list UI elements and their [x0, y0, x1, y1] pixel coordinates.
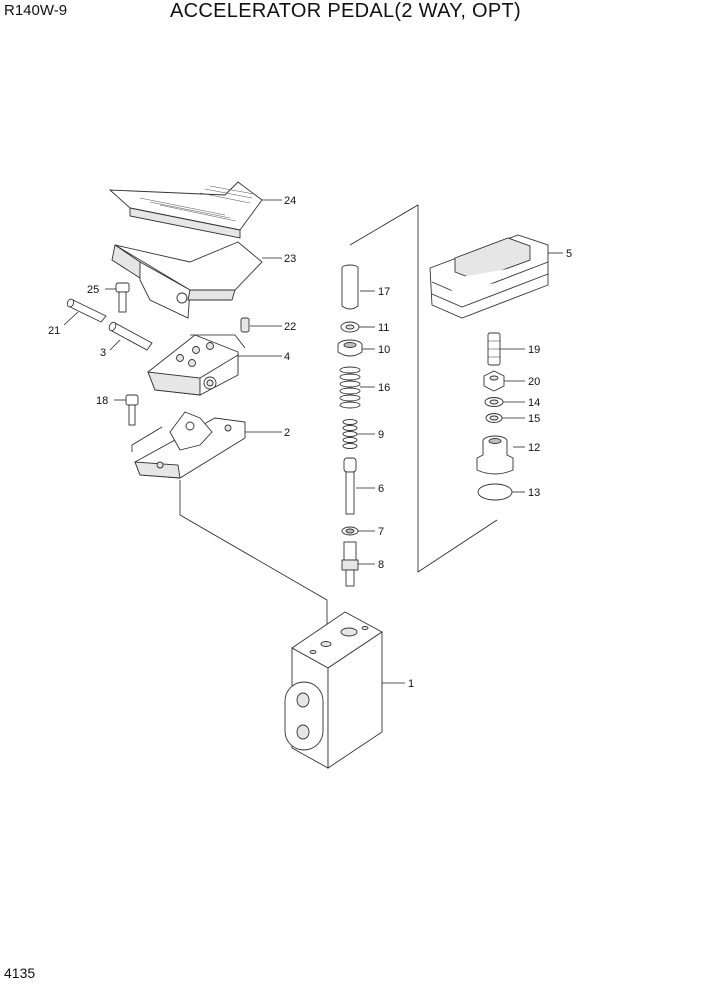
callout-6: 6 [378, 483, 384, 495]
part-10-seal [337, 339, 363, 357]
callout-17: 17 [378, 286, 390, 298]
callout-25: 25 [87, 284, 99, 296]
part-3-pin [108, 321, 153, 351]
callout-12: 12 [528, 442, 540, 454]
part-17-plunger [341, 264, 359, 310]
callout-18: 18 [96, 395, 108, 407]
callout-24: 24 [284, 195, 296, 207]
part-7-washer [341, 526, 359, 536]
part-18-bolt [125, 394, 139, 426]
page-number: 4135 [4, 965, 36, 981]
callout-19: 19 [528, 344, 540, 356]
part-callouts: 24 23 25 21 3 22 4 18 2 17 11 10 16 9 6 … [48, 195, 572, 690]
part-21-pin [66, 298, 107, 323]
callout-13: 13 [528, 487, 540, 499]
callout-1: 1 [408, 678, 414, 690]
part-9-spring [342, 419, 358, 449]
callout-11: 11 [378, 322, 389, 334]
part-22-set-screw [240, 317, 250, 333]
diagram-title: ACCELERATOR PEDAL(2 WAY, OPT) [170, 0, 522, 22]
callout-3: 3 [100, 347, 106, 359]
part-19-spring-guide [487, 332, 501, 366]
part-6-spool [343, 457, 357, 515]
part-12-bushing [476, 435, 514, 475]
part-15-washer [485, 413, 503, 423]
assembly-guide-lines [131, 204, 498, 640]
part-11-washer [340, 321, 360, 333]
callout-14: 14 [528, 397, 540, 409]
part-23-pedal [111, 241, 263, 319]
part-14-washer [484, 397, 504, 407]
part-4-holder-block [147, 334, 239, 396]
model-number: R140W-9 [4, 2, 68, 19]
part-25-screw [115, 282, 130, 313]
callout-7: 7 [378, 526, 384, 538]
part-2-bracket [134, 411, 246, 479]
part-8-plug [341, 541, 359, 587]
callout-23: 23 [284, 253, 296, 265]
callout-4: 4 [284, 351, 290, 363]
callout-8: 8 [378, 559, 384, 571]
callout-2: 2 [284, 427, 290, 439]
callout-10: 10 [378, 344, 390, 356]
part-13-o-ring [477, 483, 513, 501]
callout-9: 9 [378, 429, 384, 441]
leader-lines [63, 199, 563, 684]
callout-5: 5 [566, 248, 572, 260]
part-20-nut [483, 370, 505, 392]
part-24-pedal-cover [108, 181, 263, 239]
callout-21: 21 [48, 325, 60, 337]
callout-15: 15 [528, 413, 540, 425]
callout-22: 22 [284, 321, 296, 333]
callout-16: 16 [378, 382, 390, 394]
part-5-boot [429, 234, 549, 319]
part-1-valve-body [284, 611, 383, 769]
part-16-spring [339, 366, 361, 409]
callout-20: 20 [528, 376, 540, 388]
